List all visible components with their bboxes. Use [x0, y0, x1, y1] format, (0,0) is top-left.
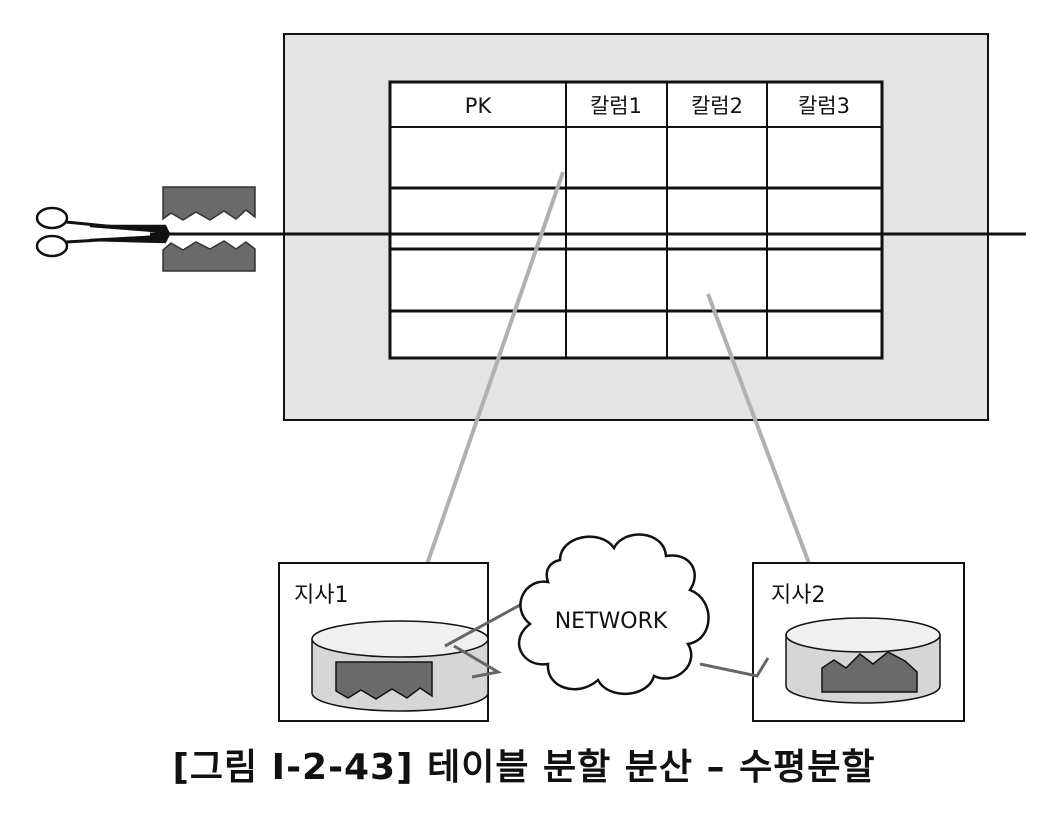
data-table: PK 칼럼1 칼럼2 칼럼3 — [388, 80, 884, 360]
site-2-label: 지사2 — [771, 583, 825, 608]
site-2-fragment — [821, 651, 918, 693]
network-link-site1-lower — [453, 644, 503, 679]
scissors-icon — [35, 206, 171, 258]
site-1-label: 지사1 — [294, 583, 348, 608]
column-header-col1: 칼럼1 — [590, 94, 642, 118]
table-body — [388, 80, 884, 360]
network-link-site2 — [699, 657, 770, 678]
network-label: NETWORK — [555, 609, 668, 634]
site-2: 지사2 — [752, 562, 965, 722]
distribution-arrow-site1 — [401, 171, 565, 626]
torn-sheet-icon — [162, 186, 256, 272]
column-header-pk: PK — [465, 94, 493, 118]
network-link-site1 — [444, 597, 532, 648]
cloud-icon: NETWORK — [518, 533, 710, 695]
site-1-fragment — [335, 661, 433, 700]
distribution-arrow-site2 — [706, 293, 821, 591]
figure-caption: [그림 Ⅰ-2-43] 테이블 분할 분산 – 수평분할 — [172, 747, 876, 788]
column-header-col2: 칼럼2 — [691, 94, 743, 118]
site-1: 지사1 — [278, 562, 489, 722]
column-header-col3: 칼럼3 — [798, 94, 850, 118]
